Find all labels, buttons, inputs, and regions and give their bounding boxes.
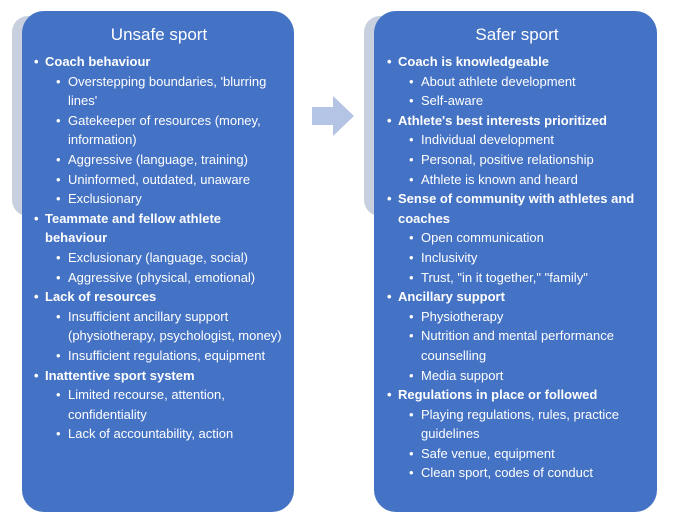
unsafe-sport-list: Coach behaviourOverstepping boundaries, …	[34, 52, 284, 444]
category-label: Regulations in place or followed	[398, 387, 598, 403]
sub-list: Overstepping boundaries, 'blurring lines…	[45, 72, 284, 209]
sub-item: Physiotherapy	[398, 307, 647, 327]
sub-item: Exclusionary	[45, 189, 284, 209]
category-label: Athlete's best interests prioritized	[398, 112, 607, 128]
unsafe-sport-title: Unsafe sport	[110, 25, 208, 44]
category-item: Coach behaviourOverstepping boundaries, …	[34, 52, 284, 209]
sub-item: Lack of accountability, action	[45, 424, 284, 444]
category-item: Lack of resourcesInsufficient ancillary …	[34, 287, 284, 365]
sub-list: Open communicationInclusivityTrust, "in …	[398, 228, 647, 287]
category-item: Inattentive sport systemLimited recourse…	[34, 366, 284, 444]
category-item: Ancillary supportPhysiotherapyNutrition …	[387, 287, 647, 385]
sub-item: Inclusivity	[398, 248, 647, 268]
sub-item: Media support	[398, 366, 647, 386]
sub-item: Aggressive (physical, emotional)	[45, 268, 284, 288]
sub-item: Athlete is known and heard	[398, 170, 647, 190]
sub-item: Playing regulations, rules, practice gui…	[398, 405, 647, 444]
sub-item: Trust, "in it together," "family"	[398, 268, 647, 288]
category-label: Coach is knowledgeable	[398, 54, 549, 69]
category-item: Coach is knowledgeableAbout athlete deve…	[387, 52, 647, 111]
sub-item: Clean sport, codes of conduct	[398, 463, 647, 483]
sub-list: Individual developmentPersonal, positive…	[398, 130, 647, 189]
sub-item: Safe venue, equipment	[398, 444, 647, 464]
safer-sport-title: Safer sport	[475, 25, 559, 44]
sub-item: Insufficient ancillary support (physioth…	[45, 307, 284, 346]
sub-item: Overstepping boundaries, 'blurring lines…	[45, 72, 284, 111]
safer-sport-list: Coach is knowledgeableAbout athlete deve…	[387, 52, 647, 483]
sub-list: Insufficient ancillary support (physioth…	[45, 307, 284, 366]
sub-list: About athlete developmentSelf-aware	[398, 72, 647, 111]
sub-item: About athlete development	[398, 72, 647, 92]
sub-item: Self-aware	[398, 91, 647, 111]
unsafe-sport-panel: Unsafe sport Coach behaviourOverstepping…	[22, 11, 294, 512]
category-label: Lack of resources	[45, 289, 157, 305]
category-label: Sense of community with athletes and coa…	[398, 191, 635, 226]
category-label: Coach behaviour	[45, 54, 151, 69]
right-arrow-icon	[312, 96, 354, 136]
sub-item: Individual development	[398, 130, 647, 150]
sub-item: Exclusionary (language, social)	[45, 248, 284, 268]
sub-list: Exclusionary (language, social)Aggressiv…	[45, 248, 284, 287]
sub-item: Nutrition and mental performance counsel…	[398, 326, 647, 365]
category-item: Regulations in place or followedPlaying …	[387, 385, 647, 483]
sub-list: PhysiotherapyNutrition and mental perfor…	[398, 307, 647, 385]
category-label: Inattentive sport system	[45, 367, 195, 383]
category-item: Athlete's best interests prioritizedIndi…	[387, 111, 647, 189]
sub-list: Limited recourse, attention, confidentia…	[45, 385, 284, 444]
sub-item: Gatekeeper of resources (money, informat…	[45, 111, 284, 150]
sub-item: Open communication	[398, 228, 647, 248]
safer-sport-panel: Safer sport Coach is knowledgeableAbout …	[374, 11, 657, 512]
sub-item: Insufficient regulations, equipment	[45, 346, 284, 366]
category-item: Teammate and fellow athlete behaviourExc…	[34, 209, 284, 287]
sub-item: Aggressive (language, training)	[45, 150, 284, 170]
arrow-shape	[312, 96, 354, 136]
sub-item: Uninformed, outdated, unaware	[45, 170, 284, 190]
sub-list: Playing regulations, rules, practice gui…	[398, 405, 647, 483]
category-label: Teammate and fellow athlete behaviour	[45, 210, 222, 246]
sub-item: Personal, positive relationship	[398, 150, 647, 170]
category-item: Sense of community with athletes and coa…	[387, 189, 647, 287]
sub-item: Limited recourse, attention, confidentia…	[45, 385, 284, 424]
category-label: Ancillary support	[398, 289, 505, 305]
